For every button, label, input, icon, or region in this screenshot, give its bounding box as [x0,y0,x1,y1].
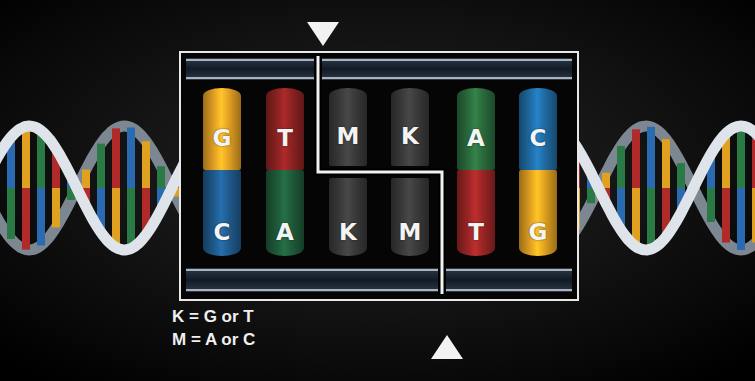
base-cylinder: A [457,88,495,170]
base-cylinder: K [329,178,367,256]
base-letter: A [467,127,485,150]
cut-line-shadow [318,56,442,294]
helix-rung [127,188,135,249]
base-cylinder: K [391,88,429,166]
helix-strand [570,126,755,250]
helix-rung [617,146,625,188]
helix-rung [647,188,655,249]
helix-rung [22,188,30,250]
base-cylinder: M [391,178,429,256]
helix-rung [632,129,640,188]
base-cylinder: T [266,88,304,170]
helix-strand [0,126,188,250]
base-letter: K [339,221,357,244]
backbone [186,268,438,292]
base-cylinder: T [457,170,495,256]
backbone [446,268,572,292]
cut-marker [431,335,463,359]
base-letter: M [337,125,360,148]
base-cylinder: M [329,88,367,166]
helix-rung [52,188,60,227]
helix-rung [677,163,685,188]
helix-rung [707,188,715,222]
helix-rung [22,126,30,188]
legend-note: M = A or C [172,330,255,350]
helix-rung [737,188,745,250]
base-letter: A [276,221,294,244]
base-cylinder: A [266,170,304,256]
base-letter: K [401,125,419,148]
cut-marker [307,22,339,46]
backbone [322,58,572,80]
helix-rung [722,188,730,243]
helix-strand [570,126,755,250]
backbone [186,58,314,80]
helix-rung [112,128,120,188]
cut-line [318,56,442,294]
base-letter: G [529,221,548,244]
base-cylinder: C [519,88,557,170]
base-letter: G [213,127,232,150]
helix-rung [127,127,135,188]
base-cylinder: G [519,170,557,256]
helix-rung [737,126,745,188]
backbone-line [186,270,572,290]
base-cylinder: G [203,88,241,170]
base-letter: M [399,221,422,244]
helix [0,126,188,250]
helix-strand [0,126,188,250]
helix-rung [157,166,165,188]
backbone-line [186,60,572,78]
base-letter: C [214,221,231,244]
helix-rung [97,144,105,188]
base-letter: C [530,127,547,150]
base-cylinder: C [203,170,241,256]
helix-rung [752,188,755,243]
helix-rung [142,141,150,188]
helix-rung [752,133,755,188]
base-letter: T [277,127,293,150]
helix-rung [647,127,655,188]
helix-rung [37,188,45,245]
helix-rung [7,188,15,239]
base-letter: T [468,221,484,244]
helix-rung [82,170,90,188]
helix [570,126,755,250]
legend-note: K = G or T [172,307,254,327]
site-frame [180,52,578,300]
helix-rung [662,139,670,188]
